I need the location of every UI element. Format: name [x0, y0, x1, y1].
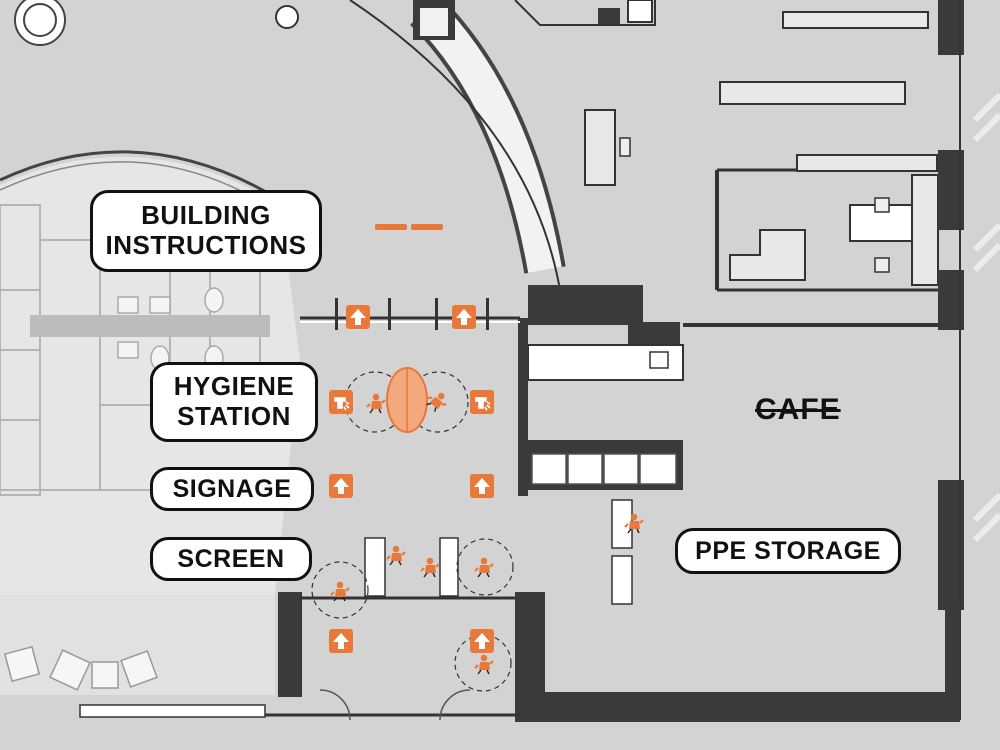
screen-text: SCREEN [177, 544, 285, 573]
cafe-text: CAFE [755, 393, 841, 426]
arrow-up-icon [470, 474, 494, 498]
arrow-up-icon [346, 305, 370, 329]
signage-text: SIGNAGE [172, 474, 292, 503]
arrow-up-icon [452, 305, 476, 329]
cafe-label: CAFE [755, 393, 841, 427]
hand-sanitizer-icon [469, 389, 495, 415]
hygiene-station-text: HYGIENE STATION [173, 371, 295, 431]
arrow-up-icon [470, 629, 494, 653]
hand-sanitizer-icon [328, 389, 354, 415]
building-instructions-label: BUILDING INSTRUCTIONS [90, 190, 322, 272]
arrow-up-icon [329, 629, 353, 653]
ppe-storage-label: PPE STORAGE [675, 528, 901, 574]
arrow-up-icon [329, 474, 353, 498]
ppe-storage-text: PPE STORAGE [695, 536, 881, 565]
building-instructions-text: BUILDING INSTRUCTIONS [105, 200, 307, 260]
screen-label: SCREEN [150, 537, 312, 581]
signage-label: SIGNAGE [150, 467, 314, 511]
hygiene-station-label: HYGIENE STATION [150, 362, 318, 442]
